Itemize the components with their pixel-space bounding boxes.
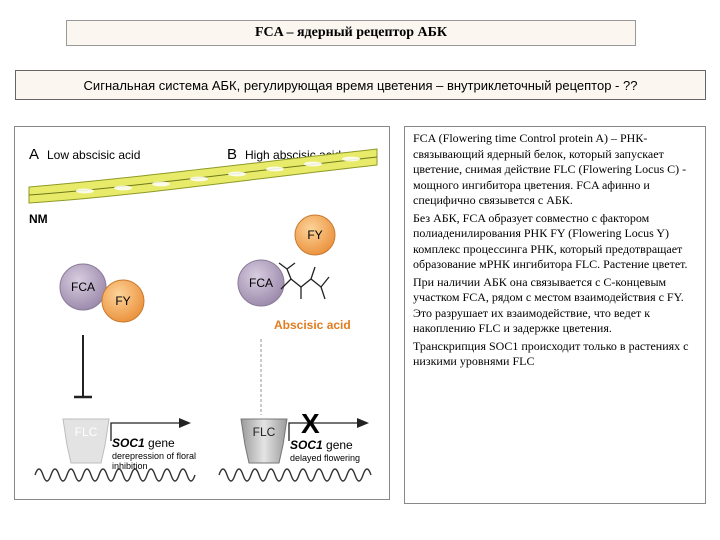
fy-label-b: FY	[307, 228, 322, 242]
membrane-label: NM	[29, 212, 48, 226]
description-paragraph-2: Без АБК, FCA образует совместно с фактор…	[413, 210, 688, 272]
transcription-arrowhead-a	[179, 418, 191, 428]
dna-strand-b	[218, 468, 372, 482]
description-paragraph-3: При наличии АБК она связывается с С-конц…	[413, 274, 684, 336]
panel-b-letter: B	[227, 146, 237, 163]
fy-protein-a	[101, 279, 145, 323]
transcription-arrow-b	[288, 422, 357, 441]
soc1-suffix-a: gene	[145, 436, 175, 450]
soc1-gene-label-b: SOC1 gene	[290, 438, 353, 452]
dna-strand-a	[34, 468, 196, 482]
blocked-x-mark: X	[301, 408, 320, 439]
panel-b-fca-aba: FCA Abscisic acid	[237, 259, 351, 332]
panel-b-free-fy: FY	[294, 214, 336, 256]
aba-signaling-figure: A Low abscisic acid B High abscisic acid…	[14, 126, 390, 500]
fca-label-b: FCA	[249, 276, 273, 290]
flc-label-a: FLC	[75, 425, 98, 439]
fca-protein-b	[237, 259, 285, 307]
soc1-note-a-1: derepression of floral	[112, 451, 196, 461]
page-title: FCA – ядерный рецептор АБК	[66, 20, 636, 46]
abscisic-acid-molecule	[278, 262, 330, 300]
description-panel: FCA (Flowering time Control protein A) –…	[404, 126, 706, 504]
flc-shape-b	[240, 418, 288, 464]
aba-label: Abscisic acid	[274, 318, 351, 332]
soc1-gene-label-a: SOC1 gene	[112, 436, 175, 450]
page-title-text: FCA – ядерный рецептор АБК	[254, 25, 448, 40]
description-paragraph-1: FCA (Flowering time Control protein A) –…	[413, 131, 687, 207]
fca-label-a: FCA	[71, 280, 95, 294]
inhibition-line-a	[74, 335, 92, 399]
fca-protein-a	[59, 263, 107, 311]
panel-a-label: Low abscisic acid	[47, 148, 140, 162]
soc1-note-b-1: delayed flowering	[290, 453, 360, 463]
flc-shape-a	[62, 418, 110, 464]
fy-protein-b	[294, 214, 336, 256]
panel-a-fca-fy-complex: FCA FY	[59, 263, 145, 323]
soc1-note-a-2: inhibition	[112, 461, 148, 471]
flc-label-b: FLC	[253, 425, 276, 439]
fy-label-a: FY	[115, 294, 130, 308]
page-subtitle-text: Сигнальная система АБК, регулирующая вре…	[83, 77, 638, 93]
nuclear-membrane	[28, 148, 378, 204]
transcription-arrow-a	[110, 422, 179, 441]
aba-signaling-diagram: A Low abscisic acid B High abscisic acid…	[28, 146, 378, 482]
description-paragraph-4: Транскрипция SOC1 происходит только в ра…	[413, 338, 689, 369]
transcription-arrowhead-b	[357, 418, 369, 428]
panel-a-letter: A	[29, 146, 39, 163]
soc1-name-b: SOC1	[290, 438, 323, 452]
panel-a-gene: FLC SOC1 gene derepression of floral inh…	[62, 418, 196, 471]
soc1-suffix-b: gene	[323, 438, 353, 452]
soc1-name-a: SOC1	[112, 436, 145, 450]
panel-b-gene: FLC X SOC1 gene delayed flowering	[240, 408, 369, 464]
page-subtitle: Сигнальная система АБК, регулирующая вре…	[15, 70, 706, 100]
